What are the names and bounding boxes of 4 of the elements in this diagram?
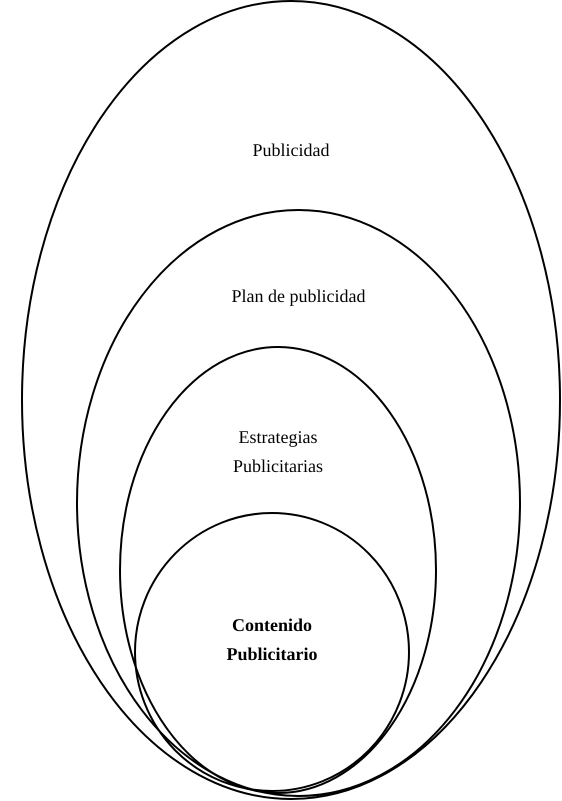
- ellipse-label: Estrategias Publicitarias: [232, 426, 324, 478]
- ellipse-label: Plan de publicidad: [232, 285, 366, 308]
- ellipse-label: Publicidad: [252, 139, 330, 162]
- ellipse-label: Contenido Publicitario: [226, 614, 318, 666]
